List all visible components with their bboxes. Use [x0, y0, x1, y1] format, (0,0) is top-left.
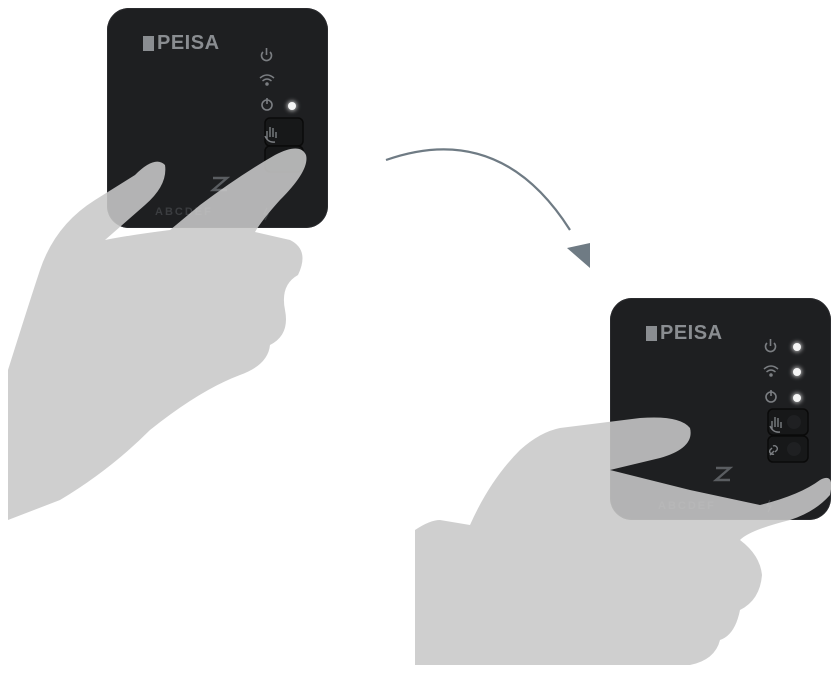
device-icons [610, 298, 831, 520]
standby-icon [262, 98, 272, 110]
status-led-1 [793, 343, 801, 351]
z-logo-icon [716, 468, 730, 480]
power-icon [766, 339, 776, 352]
device-codes: ABCDEF [155, 206, 213, 218]
status-led-3 [793, 394, 801, 402]
wifi-icon [764, 366, 778, 376]
z-logo-icon [213, 178, 227, 190]
status-led-1 [288, 102, 296, 110]
power-icon [262, 48, 272, 61]
bolt-icon [767, 500, 771, 512]
bolt-icon [264, 208, 268, 220]
curved-arrow-icon [386, 149, 590, 268]
device-icons [107, 8, 328, 228]
standby-icon [766, 390, 776, 402]
status-led-2 [793, 368, 801, 376]
thermostat-device-after: PEISA ABCDEF [610, 298, 831, 520]
thermostat-device-before: PEISA ABCDEF [107, 8, 328, 228]
device-codes: ABCDEF [658, 500, 716, 512]
wifi-icon [260, 75, 274, 85]
